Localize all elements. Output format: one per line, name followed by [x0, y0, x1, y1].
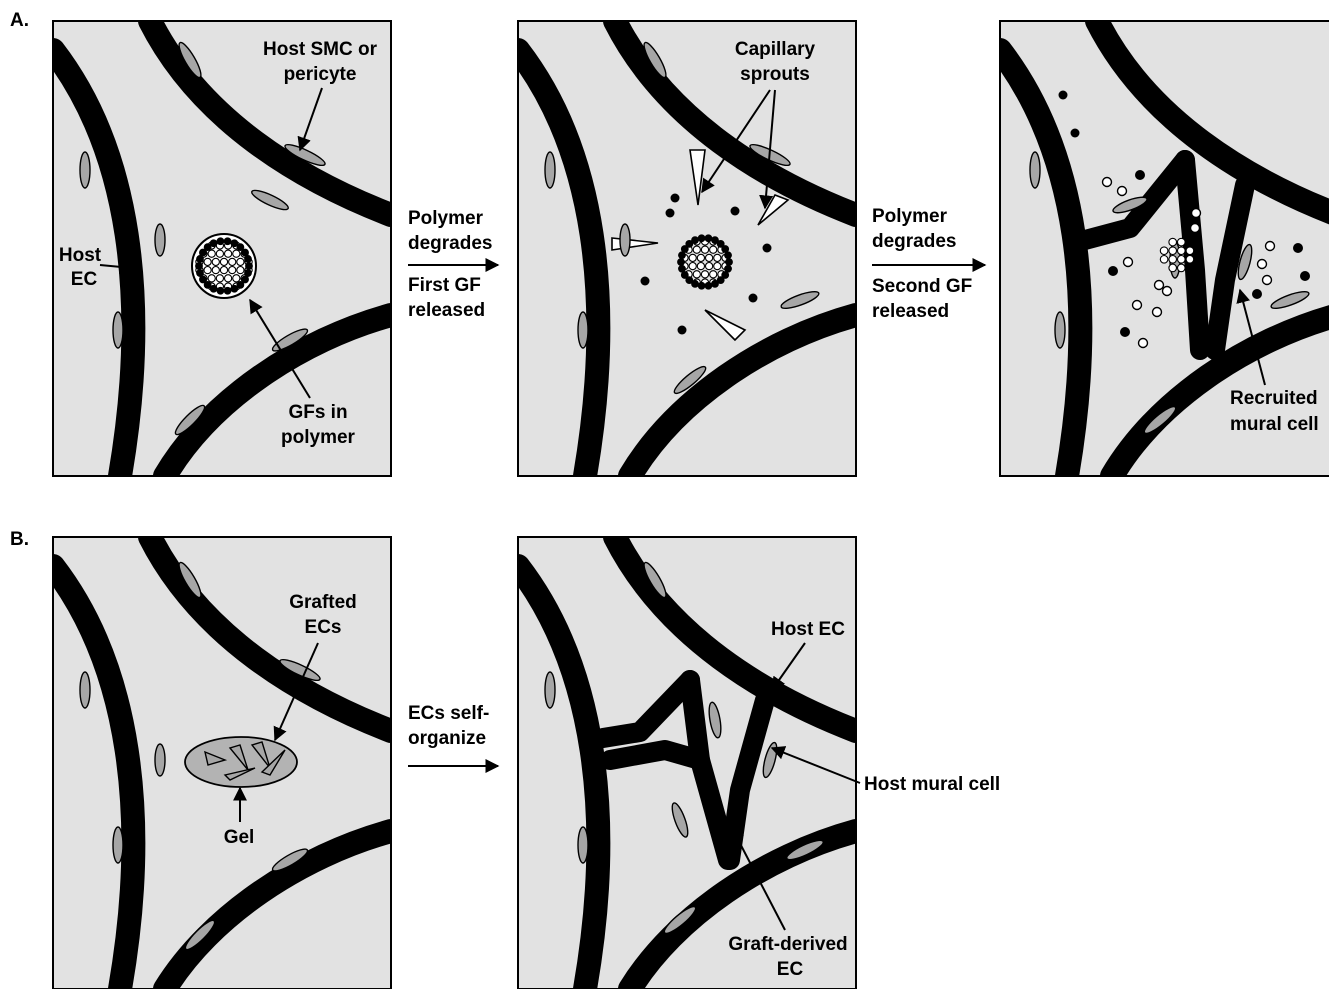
section-label-b: B. — [10, 529, 29, 550]
step-b1-line2: organize — [408, 728, 486, 749]
step-a2-line2: degrades — [872, 231, 956, 252]
label-host-smc-line2: pericyte — [284, 64, 357, 85]
label-host-ec-line1: Host — [59, 245, 102, 266]
mural-cell — [578, 827, 588, 863]
gel-with-grafted-ecs — [185, 737, 297, 787]
step-a1-line2: degrades — [408, 233, 492, 254]
section-label-a: A. — [10, 10, 29, 31]
mural-cell — [620, 224, 630, 256]
label-graft-derived-line2: EC — [777, 959, 804, 980]
label-recruited-line1: Recruited — [1230, 388, 1318, 409]
mural-cell — [113, 312, 123, 348]
mural-cell — [155, 224, 165, 256]
label-grafted-ecs-line1: Grafted — [289, 592, 357, 613]
step-a2-line3: Second GF — [872, 276, 972, 297]
step-a1: Polymer degrades First GF released — [408, 208, 498, 321]
panel-a2: Capillary sprouts — [518, 21, 856, 476]
label-gfs-line2: polymer — [281, 427, 356, 448]
mural-cell — [1055, 312, 1065, 348]
step-a1-line3: First GF — [408, 275, 481, 296]
label-graft-derived-line1: Graft-derived — [728, 934, 847, 955]
label-host-mural-cell: Host mural cell — [864, 774, 1000, 795]
mural-cell — [80, 672, 90, 708]
step-a1-line4: released — [408, 300, 485, 321]
step-a2: Polymer degrades Second GF released — [872, 206, 985, 322]
step-a2-line4: released — [872, 301, 949, 322]
mural-cell — [113, 827, 123, 863]
mural-cell — [155, 744, 165, 776]
label-grafted-ecs-line2: ECs — [305, 617, 342, 638]
gf-polymer-sphere — [192, 234, 256, 298]
label-recruited-line2: mural cell — [1230, 414, 1319, 435]
mural-cell — [578, 312, 588, 348]
panel-a1: Host SMC or pericyte Host EC GFs in poly… — [53, 21, 391, 476]
panel-b1: Grafted ECs Gel — [53, 537, 391, 989]
label-gfs-line1: GFs in — [288, 402, 347, 423]
mural-cell — [545, 152, 555, 188]
step-b1: ECs self- organize — [408, 703, 498, 766]
panel-a3: Recruited mural cell — [1000, 21, 1329, 476]
label-capillary-sprouts-line1: Capillary — [735, 39, 816, 60]
mural-cell — [545, 672, 555, 708]
mural-cell — [1030, 152, 1040, 188]
step-a1-line1: Polymer — [408, 208, 484, 229]
label-gel: Gel — [224, 827, 255, 848]
panel-b2: Host EC Host mural cell Graft-derived EC — [518, 537, 1000, 989]
step-a2-line1: Polymer — [872, 206, 948, 227]
step-b1-line1: ECs self- — [408, 703, 489, 724]
label-host-ec-b: Host EC — [771, 619, 845, 640]
label-capillary-sprouts-line2: sprouts — [740, 64, 810, 85]
label-host-ec-line2: EC — [71, 269, 98, 290]
label-host-smc-line1: Host SMC or — [263, 39, 378, 60]
mural-cell — [80, 152, 90, 188]
